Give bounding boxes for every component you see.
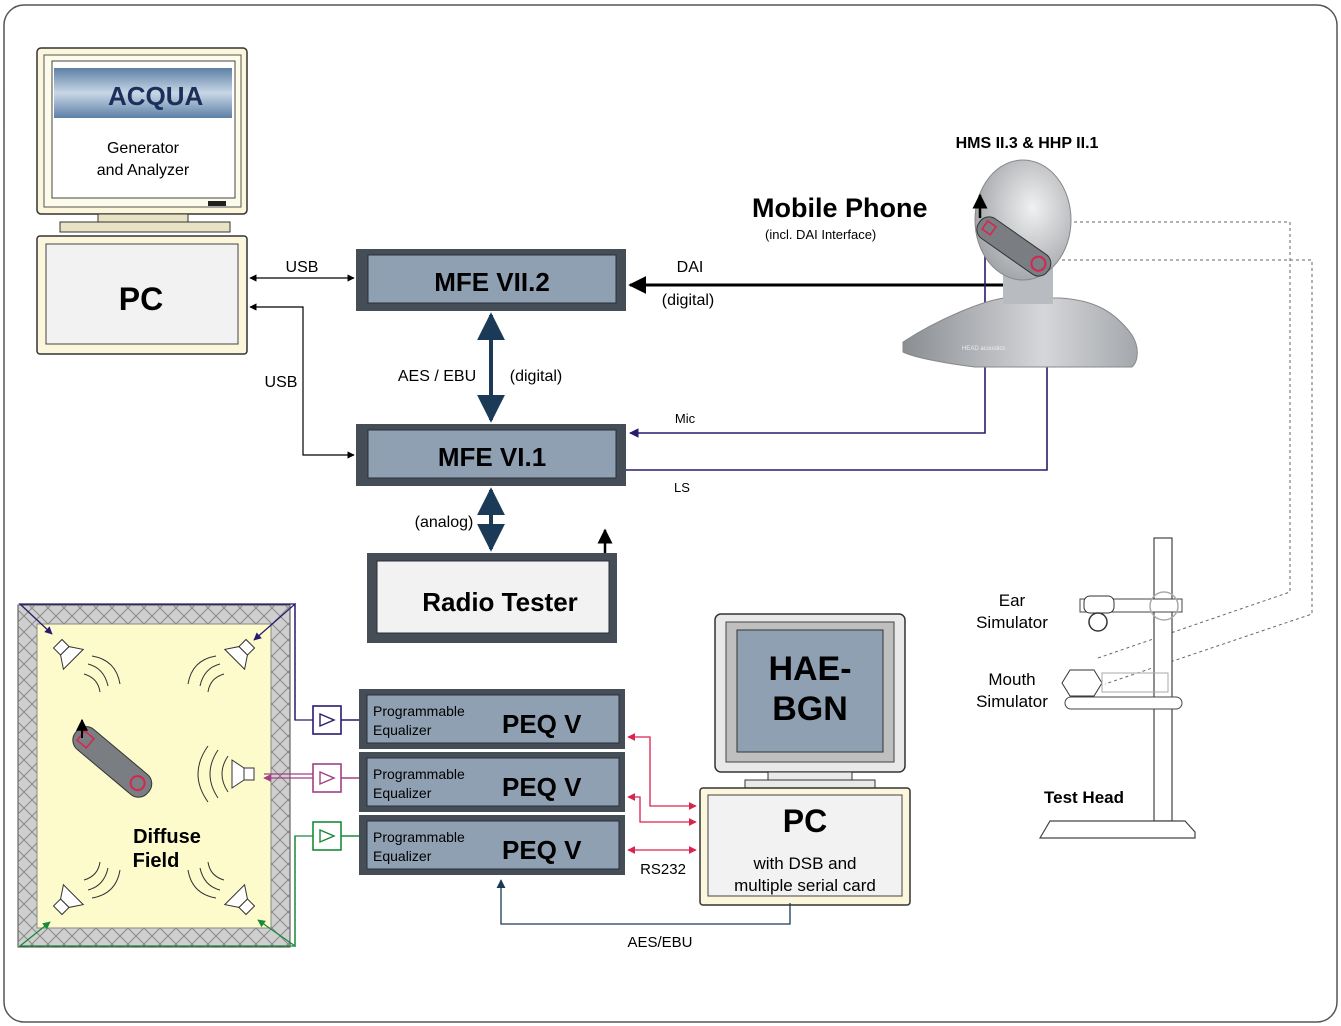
diffuse-field-line1: Diffuse xyxy=(133,826,201,848)
peq-box: Programmable Equalizer PEQ V xyxy=(359,815,625,875)
diffuse-field: Diffuse Field xyxy=(17,604,291,948)
peq-name: PEQ V xyxy=(502,772,582,802)
acqua-monitor: ACQUA Generator and Analyzer xyxy=(36,47,248,233)
mouth-simulator-icon xyxy=(1061,669,1103,697)
mobile-phone-sub: (incl. DAI Interface) xyxy=(765,227,876,242)
aes-ebu-bottom-link xyxy=(496,879,791,925)
mic-label: Mic xyxy=(675,411,696,426)
mfe-vii-box: MFE VII.2 xyxy=(356,249,626,311)
acqua-logo-banner xyxy=(54,68,232,118)
peq-name: PEQ V xyxy=(502,835,582,865)
acqua-caption-line1: Generator xyxy=(107,140,180,157)
mfe-vi-box: MFE VI.1 xyxy=(356,424,626,486)
hae-bgn-monitor: HAE- BGN xyxy=(714,613,906,789)
handset-on-head-icon xyxy=(976,216,1052,277)
amplifier-icon xyxy=(312,821,342,851)
ear-simulator-line1: Ear xyxy=(999,591,1026,610)
pc-main: PC xyxy=(36,235,248,355)
pc-secondary-line2: multiple serial card xyxy=(734,876,876,895)
analog-label: (analog) xyxy=(415,514,474,531)
radio-tester: Radio Tester xyxy=(367,528,617,643)
peq-label-small2: Equalizer xyxy=(373,785,432,801)
peq-box: Programmable Equalizer PEQ V xyxy=(359,752,625,812)
connections: USB USB AES / EBU (digital) (analog) DAI… xyxy=(249,221,1313,685)
peq-label-small2: Equalizer xyxy=(373,722,432,738)
speaker-icon xyxy=(52,638,85,671)
peq-box: Programmable Equalizer PEQ V xyxy=(359,689,625,749)
peq-label-small1: Programmable xyxy=(373,766,465,782)
handset-icon xyxy=(72,726,153,798)
peq-name: PEQ V xyxy=(502,709,582,739)
amplifier-icon xyxy=(312,763,342,793)
acqua-logo: ACQUA xyxy=(108,81,204,111)
rs232-links: RS232 xyxy=(627,733,697,878)
head-title: HMS II.3 & HHP II.1 xyxy=(956,135,1099,152)
usb-top-label: USB xyxy=(286,259,319,276)
pc-secondary-line1: with DSB and xyxy=(753,854,857,873)
amplifier-icon xyxy=(312,705,342,735)
mouth-simulator-line2: Simulator xyxy=(976,692,1048,711)
peq-stack: Programmable Equalizer PEQ V Programmabl… xyxy=(359,689,625,875)
ear-simulator-line2: Simulator xyxy=(976,613,1048,632)
peq-label-small1: Programmable xyxy=(373,829,465,845)
diffuse-field-line2: Field xyxy=(133,850,180,872)
hae-bgn-line2: BGN xyxy=(772,690,848,728)
ear-simulator-icon xyxy=(1083,595,1115,614)
aes-ebu-label: AES / EBU xyxy=(398,368,476,385)
aes-ebu-bottom-label: AES/EBU xyxy=(627,934,692,951)
pc-secondary: PC with DSB and multiple serial card xyxy=(699,787,911,906)
dai-digital-label: (digital) xyxy=(662,292,714,309)
pc-main-label: PC xyxy=(119,281,163,317)
speaker-icon xyxy=(223,883,256,916)
ls-label: LS xyxy=(674,480,690,495)
mfe-vii-label: MFE VII.2 xyxy=(434,267,550,297)
radio-tester-label: Radio Tester xyxy=(422,587,578,617)
mfe-vi-label: MFE VI.1 xyxy=(438,442,546,472)
peq-label-small2: Equalizer xyxy=(373,848,432,864)
acqua-caption-line2: and Analyzer xyxy=(97,162,190,179)
usb-left-label: USB xyxy=(265,374,298,391)
speaker-icon xyxy=(231,759,255,789)
hae-bgn-line1: HAE- xyxy=(768,650,851,688)
head-and-torso: HMS II.3 & HHP II.1 HEAD acoustics Mobil… xyxy=(752,135,1138,368)
dai-label: DAI xyxy=(677,259,704,276)
test-head-stand: Ear Simulator Mouth Simulator Test Head xyxy=(976,537,1196,839)
test-head-label: Test Head xyxy=(1044,788,1124,807)
peq-label-small1: Programmable xyxy=(373,703,465,719)
mobile-phone-label: Mobile Phone xyxy=(752,193,928,223)
mouth-simulator-line1: Mouth xyxy=(988,670,1035,689)
aes-digital-label: (digital) xyxy=(510,368,562,385)
rs232-label: RS232 xyxy=(640,861,686,878)
pc-secondary-label: PC xyxy=(783,803,827,839)
speaker-icon xyxy=(223,638,256,671)
speaker-icon xyxy=(52,883,85,916)
head-brand: HEAD acoustics xyxy=(962,346,1005,352)
amplifier-feeds xyxy=(18,602,359,948)
